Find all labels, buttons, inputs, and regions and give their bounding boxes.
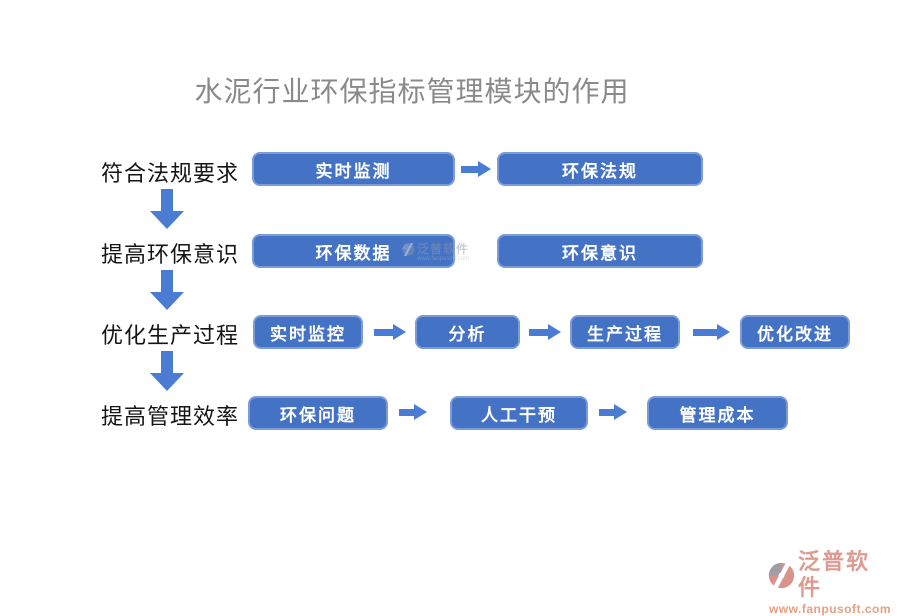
flow-box-optimization-improvement: 优化改进 (740, 315, 850, 349)
page-title: 水泥行业环保指标管理模块的作用 (194, 76, 630, 107)
brand-logo: 泛普软件 www.fanpusoft.com (768, 549, 892, 616)
down-arrow-icon (150, 270, 184, 310)
flow-box-environmental-regulations: 环保法规 (497, 152, 703, 186)
right-arrow-icon (461, 161, 491, 177)
right-arrow-icon (693, 324, 730, 340)
flow-box-environmental-awareness: 环保意识 (497, 234, 703, 268)
down-arrow-icon (150, 351, 184, 391)
flow-box-analysis: 分析 (415, 315, 520, 349)
brand-name: 泛普软件 (798, 549, 871, 600)
flow-box-realtime-monitoring: 实时监测 (252, 152, 455, 186)
down-arrow-icon (150, 189, 184, 229)
flow-box-realtime-monitor: 实时监控 (253, 315, 363, 349)
flow-box-environmental-issues: 环保问题 (248, 396, 388, 430)
right-arrow-icon (529, 324, 561, 340)
right-arrow-icon (399, 404, 427, 420)
fanpu-logo-icon (768, 561, 795, 589)
right-arrow-icon (599, 404, 627, 420)
benefit-label-compliance: 符合法规要求 (100, 161, 239, 186)
flow-box-management-cost: 管理成本 (647, 396, 788, 430)
right-arrow-icon (374, 324, 406, 340)
flow-box-environmental-data: 环保数据 (252, 234, 455, 268)
brand-url: www.fanpusoft.com (768, 602, 892, 616)
benefit-label-management-efficiency: 提高管理效率 (100, 404, 239, 429)
diagram-canvas: 水泥行业环保指标管理模块的作用 符合法规要求 提高环保意识 优化生产过程 提高管… (100, 76, 891, 616)
flow-box-manual-intervention: 人工干预 (450, 396, 588, 430)
flow-box-production-process: 生产过程 (570, 315, 680, 349)
benefit-label-optimize-production: 优化生产过程 (100, 323, 239, 348)
benefit-label-awareness: 提高环保意识 (100, 242, 239, 267)
